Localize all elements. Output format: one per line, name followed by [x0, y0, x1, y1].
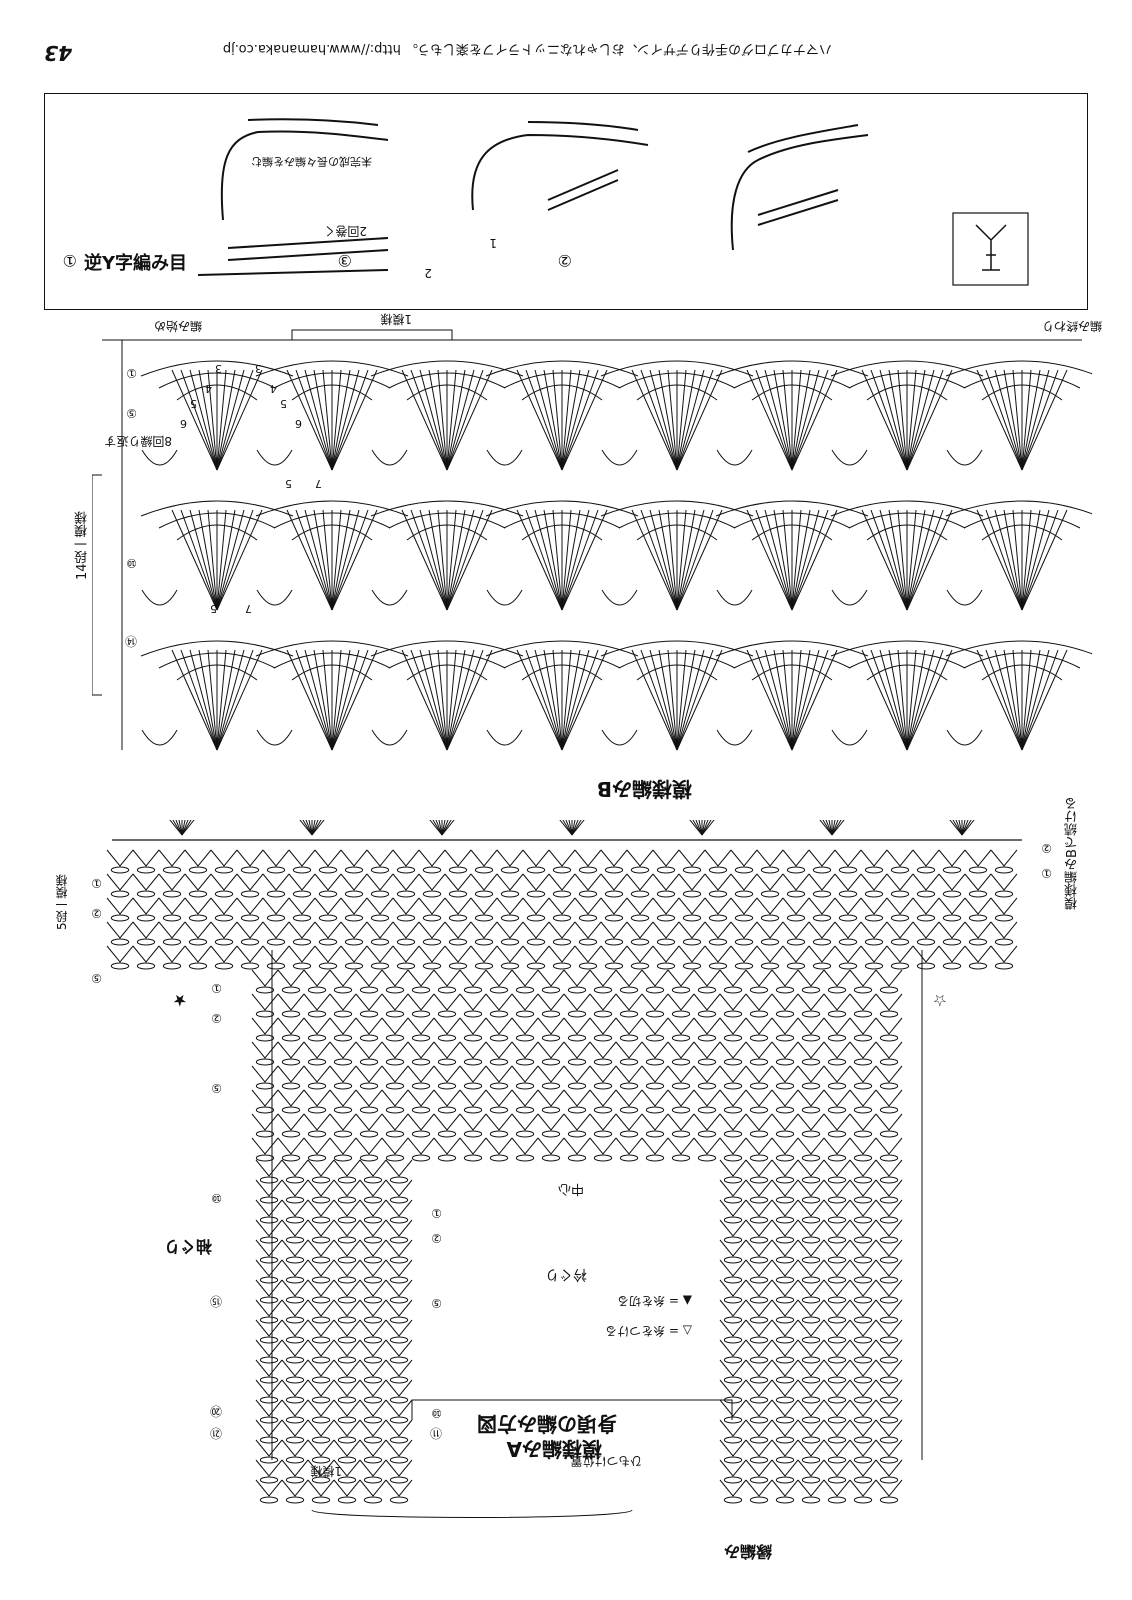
pattern-a-inner-marker-10: ⑩ [431, 1406, 442, 1420]
step-2-label-2: 2 [424, 266, 432, 280]
pattern-b-start-label: 編み始め [153, 319, 202, 333]
pattern-a-subtitle: 身頃の編み方図 [477, 1412, 617, 1436]
pattern-a-left-marker-21: ㉑ [209, 1426, 222, 1440]
pattern-b-end-label: 編み終わり [1041, 319, 1102, 333]
pattern-a-left-marker-20: ⑳ [209, 1404, 222, 1418]
pattern-b-num-2: 5 [190, 397, 197, 410]
pattern-b-num-5: 5 [285, 477, 292, 490]
pattern-a-repeat-label: 1模様 [310, 1464, 342, 1478]
pattern-b-num-9: 6 [295, 417, 302, 430]
pattern-b-num-4: 7 [315, 477, 322, 490]
step-2-label-1: 1 [489, 236, 497, 250]
pattern-a-top-marker-1: ① [91, 876, 102, 890]
pattern-b-row-10: ⑩ [126, 556, 137, 570]
pattern-a-inner-marker-5: ⑤ [431, 1296, 442, 1310]
pattern-a-top-marker-2: ② [91, 906, 102, 920]
pattern-b-num-8: 5 [280, 397, 287, 410]
step-1-note2: 未完成の長々編みを編む [251, 155, 372, 168]
pattern-a-edge-marker-2: ② [1041, 841, 1052, 855]
pattern-a-top-marker-5: ⑤ [91, 971, 102, 985]
pattern-a-star-open: ☆ [932, 991, 947, 1010]
pattern-a-inner-marker-1: ① [431, 1206, 442, 1220]
pattern-a-collar-label: 衿ぐり [545, 1266, 587, 1282]
pattern-b-num-0: 3 [215, 362, 222, 375]
pattern-a-left-marker-15: ⑮ [209, 1294, 222, 1308]
pattern-a-left-marker-10: ⑩ [211, 1191, 222, 1205]
pattern-b-num-11: 5 [210, 602, 217, 615]
page-header-text: ハマナカブログの手作りデザイン、おしゃれなニットライフを楽しもう。 http:/… [222, 41, 832, 56]
pattern-a-edge-marker-1: ① [1041, 866, 1052, 880]
pattern-b-row-14: ⑭ [124, 634, 137, 648]
pattern-a-inner-marker-11: ⑪ [429, 1426, 442, 1440]
pattern-a-edge-rows-label: 5段一模様 [55, 874, 69, 930]
pattern-b-num-7: 4 [270, 382, 277, 395]
pattern-a-left-marker-5: ⑤ [211, 1081, 222, 1095]
step-1-number: ① [62, 251, 77, 270]
pattern-b-row-1: ① [126, 366, 137, 380]
step-3-number: ③ [337, 251, 352, 270]
pattern-b-row-5: ⑤ [126, 406, 137, 420]
pattern-b-title: 模様編みB [596, 777, 692, 801]
pattern-a-star-filled: ★ [172, 991, 187, 1010]
pattern-b-num-1: 4 [205, 382, 212, 395]
pattern-b-repeat-8: 8回繰り返す [104, 434, 172, 448]
pattern-a-inner-marker-2: ② [431, 1231, 442, 1245]
pattern-a-chart [106, 820, 1022, 1518]
step-2-number: ② [557, 251, 572, 270]
stitch-illustrations [197, 118, 1029, 286]
pattern-a-legend-join: △ = 糸をつける [605, 1324, 692, 1338]
pattern-a-left-marker-2: ② [211, 1011, 222, 1025]
pattern-b-rows-label: 14段一模様 [75, 511, 90, 580]
pattern-a-left-marker-1: ① [211, 981, 222, 995]
pattern-a-legend-cut: ▲ = 糸を切る [617, 1294, 692, 1308]
pattern-a-sleeve-label: 袖ぐり [163, 1237, 212, 1256]
pattern-a-center-label: 中心 [557, 1181, 584, 1196]
pattern-b-num-6: 3 [255, 362, 262, 375]
pattern-b-chart [92, 329, 1092, 751]
pattern-b-repeat-label: 1模様 [380, 312, 412, 326]
page-number: 43 [44, 41, 72, 65]
step-1-note: 2回巻く [323, 224, 367, 238]
pattern-a-edging-b-label: 模様編みBで続ける [1065, 797, 1080, 910]
pattern-b-num-10: 7 [245, 602, 252, 615]
stitch-box-title: 逆Y字編み目 [83, 253, 187, 274]
pattern-b-num-3: 6 [180, 417, 187, 430]
pattern-a-tie-label: ひもつけ位置 [570, 1454, 642, 1468]
pattern-a-edge-label: 縁編み [723, 1542, 772, 1561]
